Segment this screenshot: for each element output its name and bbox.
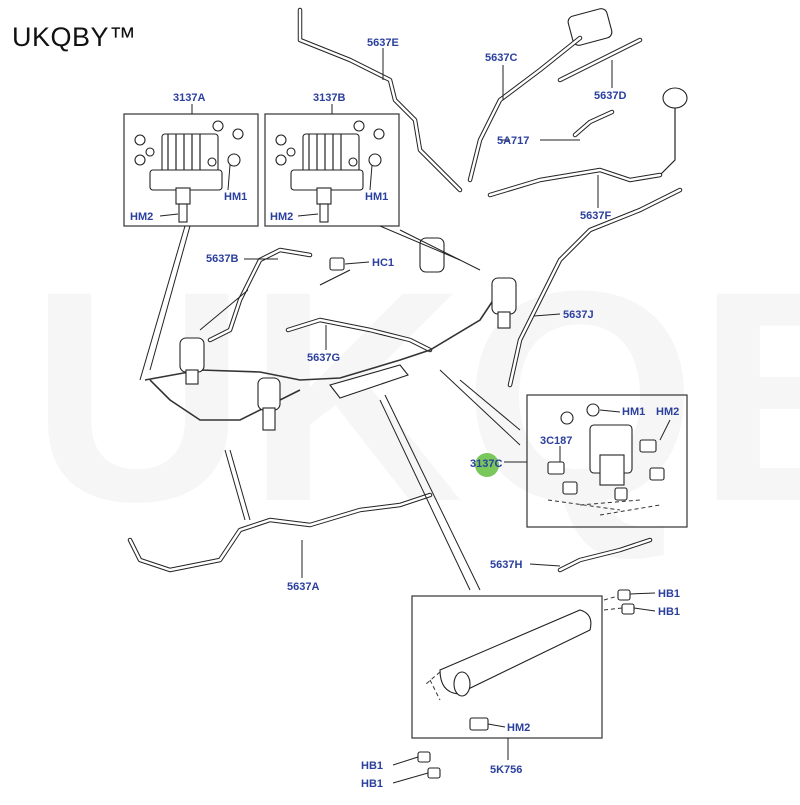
- compressor-5637C-area: [567, 8, 688, 176]
- air-strut-rear-left: [257, 377, 281, 431]
- label-hb1-d: HB1: [361, 778, 383, 790]
- label-hm2-c: HM2: [656, 406, 679, 418]
- box-5K756: [411, 595, 603, 739]
- box-3137A: [123, 113, 259, 227]
- label-5637D: 5637D: [594, 90, 626, 102]
- connector-hc1: [319, 257, 351, 286]
- label-5637E: 5637E: [367, 37, 399, 49]
- label-hb1-c: HB1: [361, 760, 383, 772]
- air-strut-front-left: [179, 337, 205, 385]
- label-5637C: 5637C: [485, 52, 517, 64]
- label-5637J: 5637J: [563, 309, 594, 321]
- label-hm2-a: HM2: [130, 211, 153, 223]
- label-hm1-c: HM1: [622, 406, 645, 418]
- label-5637G: 5637G: [307, 352, 340, 364]
- label-hb1-b: HB1: [658, 606, 680, 618]
- air-strut-front-right: [419, 237, 445, 273]
- valve-block-3137B: [275, 120, 385, 223]
- label-hb1-a: HB1: [658, 588, 680, 600]
- main-harness-line: [144, 289, 501, 381]
- label-3c187: 3C187: [540, 435, 572, 447]
- valve-block-3137A: [134, 120, 244, 223]
- label-3137A: 3137A: [173, 92, 205, 104]
- center-reservoir-small: [329, 364, 409, 399]
- label-5637F: 5637F: [580, 210, 611, 222]
- label-5637H: 5637H: [490, 559, 522, 571]
- label-hm1-a: HM1: [224, 191, 247, 203]
- label-3137B: 3137B: [313, 92, 345, 104]
- label-hc1: HC1: [372, 257, 394, 269]
- leader-lines: [139, 48, 671, 784]
- box-3137C: [526, 394, 688, 528]
- label-5A717: 5A717: [497, 135, 529, 147]
- label-3137C: 3137C: [470, 458, 502, 470]
- label-hm2-d: HM2: [507, 722, 530, 734]
- watermark-text: UKQBY™: [30, 228, 800, 564]
- brand-logo-text: UKQBY™: [12, 22, 137, 52]
- valve-block-3137C: [547, 403, 665, 516]
- label-5637A: 5637A: [287, 581, 319, 593]
- hotspot-3137C[interactable]: [475, 453, 499, 477]
- label-hm2-b: HM2: [270, 211, 293, 223]
- label-hm1-b: HM1: [365, 191, 388, 203]
- air-strut-rear-right: [491, 277, 517, 329]
- label-5637B: 5637B: [206, 253, 238, 265]
- label-5K756: 5K756: [490, 764, 522, 776]
- reservoir-tank-5K756: [417, 589, 635, 779]
